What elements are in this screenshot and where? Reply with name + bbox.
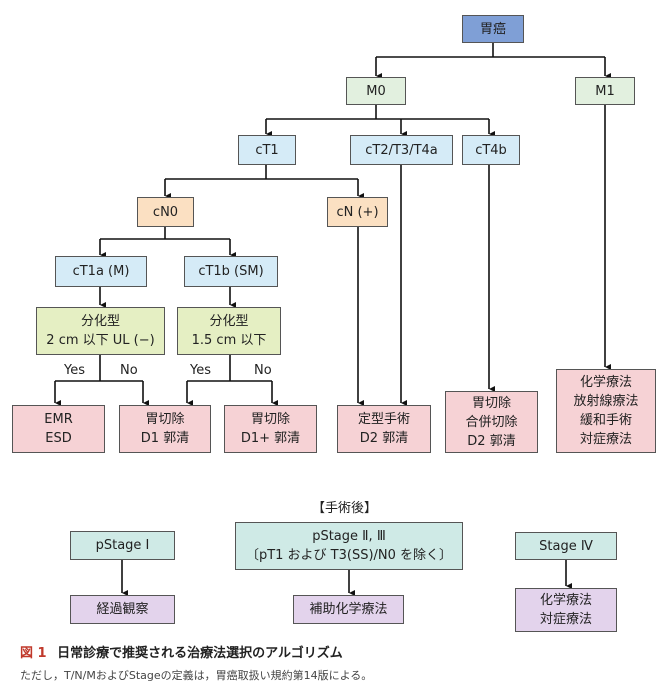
node-label: cT4b xyxy=(475,142,507,158)
figure-caption: 図 1 日常診療で推奨される治療法選択のアルゴリズム xyxy=(20,642,343,661)
node-pstage-2-3: pStage Ⅱ, Ⅲ 〔pT1 および T3(SS)/N0 を除く〕 xyxy=(235,522,463,570)
node-label: Stage Ⅳ xyxy=(539,538,593,554)
node-line: 1.5 cm 以下 xyxy=(191,333,267,348)
node-label: 胃癌 xyxy=(479,21,506,37)
node-line: 胃切除 xyxy=(145,412,185,427)
node-line: D2 郭清 xyxy=(467,433,516,449)
postop-header: 【手術後】 xyxy=(312,501,378,516)
figure-title: 日常診療で推奨される治療法選択のアルゴリズム xyxy=(57,646,343,661)
node-label: cN0 xyxy=(152,204,179,220)
node-line: 放射線療法 xyxy=(573,394,639,409)
node-ct4b: cT4b xyxy=(462,135,520,165)
node-ct1b: cT1b (SM) xyxy=(184,256,278,287)
node-line: 対症療法 xyxy=(579,432,632,447)
node-stage4-chemo: 化学療法 対症療法 xyxy=(515,588,617,632)
node-ct2-t3-t4a: cT2/T3/T4a xyxy=(350,135,453,165)
node-ct1a: cT1a (M) xyxy=(55,256,147,287)
node-cn0: cN0 xyxy=(137,197,194,227)
node-label: M1 xyxy=(595,83,615,99)
node-line: ESD xyxy=(45,431,72,446)
no-label-2: No xyxy=(254,363,272,378)
node-m0: M0 xyxy=(346,77,406,105)
node-line: 〔pT1 および T3(SS)/N0 を除く〕 xyxy=(245,548,453,563)
node-line: D1 郭清 xyxy=(140,431,190,446)
node-line: 合併切除 xyxy=(465,414,518,430)
node-label: cN (+) xyxy=(336,204,379,220)
node-line: D2 郭清 xyxy=(359,431,409,446)
node-line: 分化型 xyxy=(209,314,249,329)
node-chemotherapy: 化学療法 放射線療法 緩和手術 対症療法 xyxy=(556,369,656,453)
node-gastrectomy-d1-plus: 胃切除 D1+ 郭清 xyxy=(224,405,317,453)
node-standard-surgery: 定型手術 D2 郭清 xyxy=(337,405,431,453)
node-emr-esd: EMR ESD xyxy=(12,405,105,453)
yes-label-2: Yes xyxy=(190,363,211,378)
node-line: 化学療法 xyxy=(579,375,632,390)
yes-label-1: Yes xyxy=(64,363,85,378)
node-observation: 経過観察 xyxy=(70,595,175,624)
node-pstage-1: pStage Ⅰ xyxy=(70,531,175,560)
node-m1: M1 xyxy=(575,77,635,105)
node-label: 経過観察 xyxy=(96,602,149,617)
node-label: M0 xyxy=(366,83,386,99)
node-line: 化学療法 xyxy=(539,593,592,608)
node-label: cT1a (M) xyxy=(72,264,130,279)
node-line: 緩和手術 xyxy=(579,413,632,428)
no-label-1: No xyxy=(120,363,138,378)
node-line: 胃切除 xyxy=(250,412,290,427)
node-combined-resection: 胃切除 合併切除 D2 郭清 xyxy=(445,391,538,453)
node-line: 胃切除 xyxy=(471,395,511,411)
node-cn-plus: cN (+) xyxy=(327,197,388,227)
node-label: cT2/T3/T4a xyxy=(365,142,438,158)
node-line: 分化型 xyxy=(80,314,120,329)
figure-note: ただし，T/N/MおよびStageの定義は，胃癌取扱い規約第14版による。 xyxy=(20,669,373,682)
node-stage-4: Stage Ⅳ xyxy=(515,532,617,560)
node-line: EMR xyxy=(44,412,73,427)
node-line: pStage Ⅱ, Ⅲ xyxy=(312,529,386,544)
node-gastric-cancer: 胃癌 xyxy=(462,15,524,43)
node-line: D1+ 郭清 xyxy=(240,431,301,446)
node-differentiated-2cm: 分化型 2 cm 以下 UL (−) xyxy=(36,307,165,355)
node-line: 定型手術 xyxy=(357,412,410,427)
node-gastrectomy-d1: 胃切除 D1 郭清 xyxy=(119,405,211,453)
node-label: pStage Ⅰ xyxy=(95,538,150,553)
node-label: cT1b (SM) xyxy=(198,264,264,279)
node-label: cT1 xyxy=(255,142,279,158)
node-ct1: cT1 xyxy=(238,135,296,165)
node-adjuvant-chemo: 補助化学療法 xyxy=(293,595,404,624)
node-line: 対症療法 xyxy=(539,612,592,627)
figure-number: 図 1 xyxy=(20,646,47,661)
node-label: 補助化学療法 xyxy=(309,602,388,617)
node-line: 2 cm 以下 UL (−) xyxy=(46,333,155,348)
node-differentiated-1-5cm: 分化型 1.5 cm 以下 xyxy=(177,307,281,355)
